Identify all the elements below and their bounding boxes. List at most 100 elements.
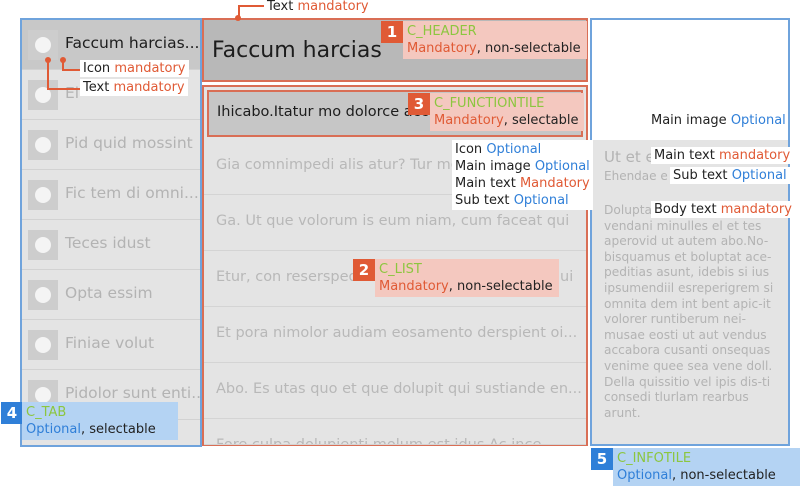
annotation-label: Text <box>83 80 110 95</box>
tab-item-label: Pidolor sunt enti... <box>65 384 202 402</box>
list-item-text: Gia comnimpedi alis atur? Tur mo dolorce <box>216 157 518 173</box>
list-item-text: Ga. Ut que volorum is eum niam, cum face… <box>216 213 570 229</box>
annotation-text-tab: Text mandatory <box>80 79 188 96</box>
callout-line <box>62 69 81 71</box>
annotation-status: Optional <box>486 142 542 157</box>
tab-item[interactable]: Pid quid mossint <box>22 120 200 170</box>
annotation-status: Mandatory <box>379 279 449 294</box>
circle-icon <box>28 330 58 360</box>
annotation-c-header: C_HEADER Mandatory, non-selectable <box>403 21 587 59</box>
list-item-text: Fore culpa dolupienti molum est idus Ac … <box>216 437 556 445</box>
annotation-c-functiontile: C_FUNCTIONTILE Mandatory, selectable <box>430 93 585 131</box>
tab-item-label: Faccum harcias... <box>65 34 200 52</box>
annotation-text-top: Text mandatory <box>264 0 372 15</box>
annotation-status: Mandatory <box>519 176 590 191</box>
annotation-name: C_LIST <box>379 262 422 277</box>
tab-item[interactable]: Ei <box>22 70 200 120</box>
tab-item-label: Pid quid mossint <box>65 134 193 152</box>
annotation-info-main-image: Main image Optional <box>651 112 786 129</box>
annotation-status: mandatory <box>113 80 185 95</box>
annotation-rest: , non-selectable <box>448 279 553 294</box>
annotation-label: Icon <box>83 61 111 76</box>
tab-item-label: Finiae volut <box>65 334 155 352</box>
circle-icon <box>28 80 58 110</box>
callout-line <box>62 60 64 70</box>
annotation-status: mandatory <box>297 0 369 14</box>
badge-4: 4 <box>1 402 23 424</box>
annotation-name: C_FUNCTIONTILE <box>434 96 545 111</box>
list-item[interactable]: Ga. Ut que volorum is eum niam, cum face… <box>204 195 586 251</box>
callout-line <box>47 60 49 89</box>
annotation-rest: , non-selectable <box>671 468 776 483</box>
circle-icon <box>28 180 58 210</box>
info-tile: Ut et e Ehendae e Dolupta ab iunt expedi… <box>590 18 790 446</box>
badge-3: 3 <box>408 93 430 115</box>
annotation-label: Sub text <box>455 193 510 208</box>
list-item-text: Abo. Es utas quo et que dolupit qui sust… <box>216 381 582 397</box>
annotation-name: C_TAB <box>26 405 67 420</box>
annotation-c-list: C_LIST Mandatory, non-selectable <box>375 259 559 297</box>
list-item[interactable]: Et pora nimolor audiam eosamento derspie… <box>204 307 586 363</box>
annotation-status: Optional <box>730 113 786 128</box>
badge-5: 5 <box>591 448 613 470</box>
annotation-status: Optional <box>26 422 81 437</box>
tab-item-label: Ei <box>65 84 80 102</box>
annotation-rest: , selectable <box>80 422 156 437</box>
annotation-label: Text <box>267 0 294 14</box>
tab-item[interactable]: Fic tem di omni... <box>22 170 200 220</box>
badge-2: 2 <box>353 259 375 281</box>
annotation-label: Body text <box>654 202 717 217</box>
tab-item[interactable]: Finiae volut <box>22 320 200 370</box>
circle-icon <box>28 280 58 310</box>
annotation-label: Main text <box>455 176 516 191</box>
annotation-icon-tab: Icon mandatory <box>80 60 189 77</box>
annotation-rest: , non-selectable <box>476 41 581 56</box>
annotation-list-parts: Icon Optional Main image Optional Main t… <box>452 140 593 210</box>
annotation-info-body-text: Body text mandatory <box>651 201 795 218</box>
tab-item-label: Opta essim <box>65 284 153 302</box>
annotation-status: mandatory <box>718 148 791 163</box>
annotation-label: Sub text <box>673 168 728 183</box>
circle-icon <box>28 130 58 160</box>
list-item[interactable]: Gia comnimpedi alis atur? Tur mo dolorce <box>204 139 586 195</box>
list-item[interactable]: Fore culpa dolupienti molum est idus Ac … <box>204 419 586 445</box>
info-sub-text: Ehendae e <box>604 169 668 183</box>
circle-icon <box>28 30 58 60</box>
annotation-label: Main image <box>455 159 531 174</box>
annotation-c-infotile: C_INFOTILE Optional, non-selectable <box>613 448 800 486</box>
tab-item-label: Fic tem di omni... <box>65 184 199 202</box>
annotation-status: Optional <box>617 468 672 483</box>
annotation-status: Optional <box>513 193 569 208</box>
annotation-c-tab: C_TAB Optional, selectable <box>22 402 178 440</box>
badge-1: 1 <box>381 21 403 43</box>
info-body-text: Dolupta ab iunt expedis vendani minulles… <box>604 203 774 420</box>
annotation-status: Mandatory <box>434 113 504 128</box>
annotation-status: Optional <box>731 168 787 183</box>
callout-dot <box>235 15 241 21</box>
annotation-name: C_HEADER <box>407 24 477 39</box>
header-title: Faccum harcias <box>212 38 382 63</box>
annotation-label: Main text <box>654 148 715 163</box>
annotation-info-sub-text: Sub text Optional <box>670 167 790 184</box>
annotation-status: mandatory <box>114 61 186 76</box>
annotation-status: Optional <box>534 159 590 174</box>
callout-line <box>238 5 264 7</box>
info-body: Ut et e Ehendae e Dolupta ab iunt expedi… <box>592 140 788 444</box>
annotation-label: Icon <box>455 142 483 157</box>
function-tile-text: Ihicabo.Itatur mo dolorce acc <box>217 104 429 120</box>
tab-item-label: Teces idust <box>65 234 151 252</box>
annotation-status: mandatory <box>720 202 792 217</box>
annotation-status: Mandatory <box>407 41 477 56</box>
callout-line <box>238 5 240 19</box>
info-main-text: Ut et e <box>604 148 655 166</box>
annotation-rest: , selectable <box>503 113 579 128</box>
tab-item[interactable]: Teces idust <box>22 220 200 270</box>
list-item-text: Et pora nimolor audiam eosamento derspie… <box>216 325 578 341</box>
annotation-label: Main image <box>651 113 727 128</box>
callout-line <box>47 88 81 90</box>
annotation-info-main-text: Main text mandatory <box>651 147 794 164</box>
annotation-name: C_INFOTILE <box>617 451 692 466</box>
tab-item[interactable]: Opta essim <box>22 270 200 320</box>
list-item[interactable]: Abo. Es utas quo et que dolupit qui sust… <box>204 363 586 419</box>
circle-icon <box>28 230 58 260</box>
